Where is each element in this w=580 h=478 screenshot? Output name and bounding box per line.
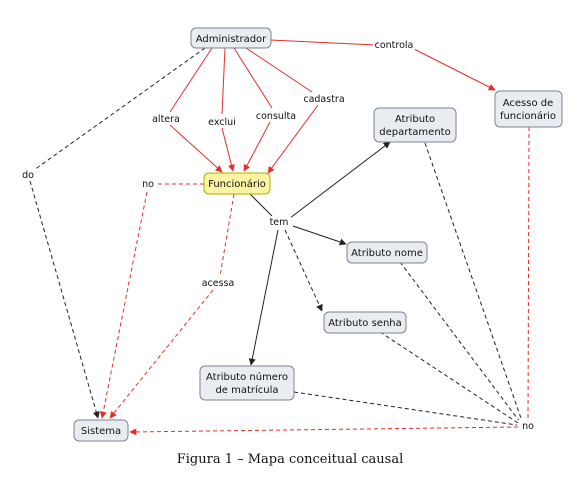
edge-acesso-no xyxy=(527,126,530,420)
svg-text:cadastra: cadastra xyxy=(303,94,344,105)
svg-text:Administrador: Administrador xyxy=(196,34,267,45)
svg-text:Atributo número: Atributo número xyxy=(206,371,288,383)
svg-text:no: no xyxy=(142,179,154,190)
svg-text:Atributo: Atributo xyxy=(395,114,435,125)
svg-text:Sistema: Sistema xyxy=(81,426,121,437)
edge-tem-departamento xyxy=(289,141,391,219)
label-controla: controla xyxy=(373,39,415,51)
edge-admin-altera xyxy=(169,47,213,113)
label-no-left: no xyxy=(140,178,156,190)
edge-no-sistema xyxy=(99,191,148,419)
svg-text:Acesso de: Acesso de xyxy=(503,98,554,109)
edge-funcionario-tem xyxy=(249,193,273,217)
edge-tem-senha xyxy=(284,229,323,312)
edge-controla-acesso xyxy=(413,48,496,91)
edge-admin-exclui xyxy=(221,47,226,115)
node-atributo-matricula: Atributo número de matrícula xyxy=(199,365,295,401)
svg-text:Funcionário: Funcionário xyxy=(208,178,266,190)
edge-funcionario-acessa xyxy=(219,193,235,277)
edge-senha-no xyxy=(379,331,519,424)
node-administrador: Administrador xyxy=(190,27,272,49)
node-atributo-nome: Atributo nome xyxy=(346,241,428,264)
edge-matricula-no xyxy=(293,391,518,426)
svg-text:altera: altera xyxy=(152,114,180,125)
label-tem: tem xyxy=(267,216,291,228)
node-atributo-senha: Atributo senha xyxy=(323,311,407,334)
svg-text:do: do xyxy=(22,170,34,181)
svg-text:de matrícula: de matrícula xyxy=(215,384,278,396)
edge-admin-do xyxy=(33,47,206,171)
edge-admin-controla xyxy=(269,39,377,46)
edge-tem-nome xyxy=(292,225,347,246)
svg-text:Atributo senha: Atributo senha xyxy=(328,318,402,329)
label-no-right: no xyxy=(518,420,538,432)
svg-text:funcionário: funcionário xyxy=(500,110,556,122)
node-sistema: Sistema xyxy=(73,419,129,442)
edge-admin-consulta xyxy=(233,47,273,109)
label-consulta: consulta xyxy=(254,110,298,122)
edge-do-sistema xyxy=(29,180,100,419)
node-atributo-departamento: Atributo departamento xyxy=(373,107,457,143)
node-funcionario: Funcionário xyxy=(203,172,271,195)
node-acesso-funcionario: Acesso de funcionário xyxy=(494,90,563,128)
label-do: do xyxy=(20,169,36,181)
edge-departamento-no xyxy=(424,142,523,422)
svg-text:departamento: departamento xyxy=(379,127,450,138)
edge-nome-no xyxy=(399,261,521,423)
svg-text:tem: tem xyxy=(270,217,289,228)
svg-text:Atributo nome: Atributo nome xyxy=(351,248,423,259)
label-exclui: exclui xyxy=(206,116,238,128)
svg-text:exclui: exclui xyxy=(208,117,236,128)
svg-text:no: no xyxy=(522,421,534,432)
edge-exclui-funcionario xyxy=(221,127,235,172)
svg-text:controla: controla xyxy=(375,40,414,51)
label-altera: altera xyxy=(150,113,182,125)
label-acessa: acessa xyxy=(199,277,237,289)
edge-altera-funcionario xyxy=(169,124,223,173)
edge-consulta-funcionario xyxy=(243,121,271,172)
edge-tem-matricula xyxy=(248,229,279,366)
figure-caption: Figura 1 – Mapa conceitual causal xyxy=(176,452,404,467)
edge-cadastra-funcionario xyxy=(267,104,319,174)
edge-acessa-sistema xyxy=(109,289,214,419)
svg-text:acessa: acessa xyxy=(202,278,235,289)
label-cadastra: cadastra xyxy=(302,93,346,105)
edge-admin-cadastra xyxy=(245,47,313,93)
svg-text:consulta: consulta xyxy=(256,111,296,122)
edge-no-right-sistema xyxy=(129,426,519,436)
